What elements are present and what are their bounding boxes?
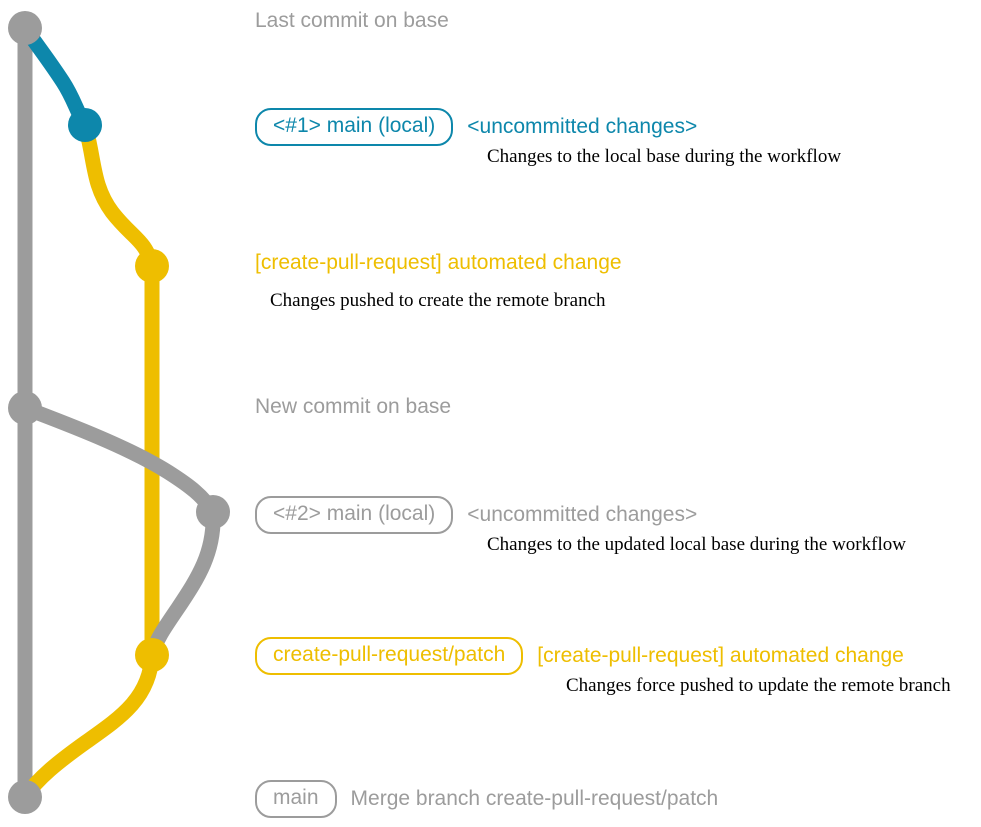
branch-badge-main-local-1[interactable]: <#1> main (local) [255,108,454,147]
commit-node-last-commit-on-base[interactable] [8,11,42,45]
branch-badge-create-pull-request-patch[interactable]: create-pull-request/patch [255,637,524,676]
commit-subtext-automated-change-2: Changes force pushed to update the remot… [566,675,951,696]
commit-subtext-automated-change-1: Changes pushed to create the remote bran… [270,290,606,311]
commit-entry-new-commit-on-base: New commit on base [255,395,452,418]
branch-badge-main[interactable]: main [255,780,337,819]
commit-node-automated-change-1[interactable] [135,249,169,283]
commit-subtext-local-1: Changes to the local base during the wor… [487,146,842,167]
commit-node-local-2[interactable] [196,495,230,529]
commit-message-local-1: <uncommitted changes> [467,115,698,138]
commit-message-merge: Merge branch create-pull-request/patch [350,787,719,810]
commit-node-new-commit-on-base[interactable] [8,391,42,425]
commit-entry-automated-change-2: create-pull-request/patch [create-pull-r… [255,637,904,676]
edge-patch2-to-merge [17,647,160,805]
commit-message-automated-change-2: [create-pull-request] automated change [537,644,904,667]
commit-node-local-1[interactable] [68,108,102,142]
commit-message-automated-change-1: [create-pull-request] automated change [255,251,622,274]
commit-entry-local-2: <#2> main (local) <uncommitted changes> [255,496,698,535]
commit-message-local-2: <uncommitted changes> [467,503,698,526]
commit-message-new-commit-on-base: New commit on base [255,395,452,418]
commit-message-last-commit-on-base: Last commit on base [255,9,449,32]
commit-node-automated-change-2[interactable] [135,638,169,672]
commit-node-merge[interactable] [8,780,42,814]
commit-entry-local-1: <#1> main (local) <uncommitted changes> [255,108,698,147]
commit-entry-automated-change-1: [create-pull-request] automated change [255,251,622,274]
commit-entry-last-commit-on-base: Last commit on base [255,9,449,32]
edge-base2-to-local2 [17,400,221,520]
branch-badge-main-local-2[interactable]: <#2> main (local) [255,496,454,535]
edge-local1-to-patch1 [77,117,160,274]
commit-subtext-local-2: Changes to the updated local base during… [487,534,906,555]
commit-entry-merge: main Merge branch create-pull-request/pa… [255,780,719,819]
